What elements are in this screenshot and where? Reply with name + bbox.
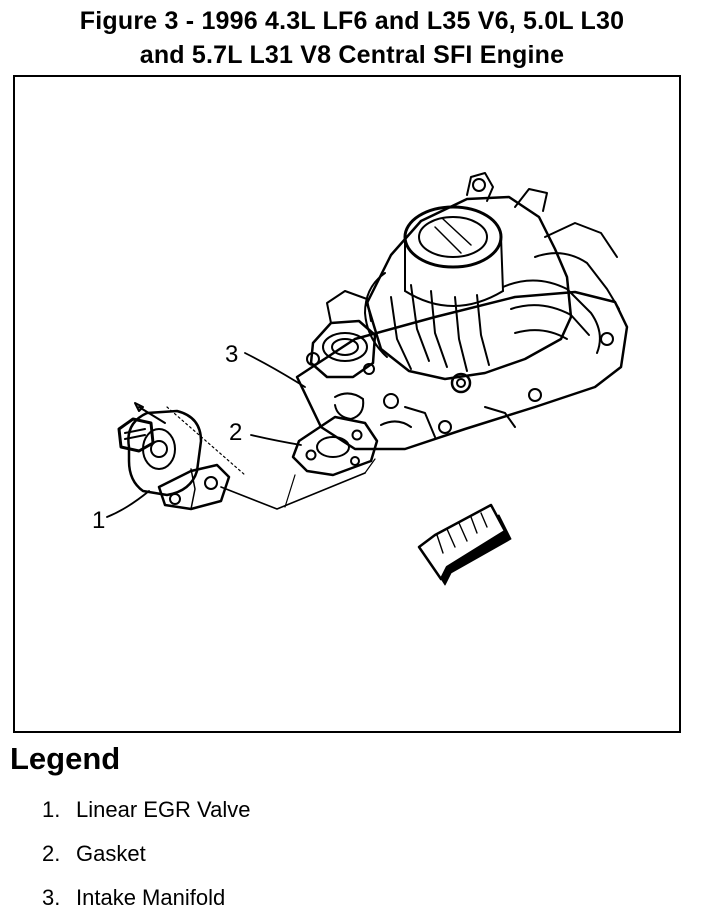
callout-2-leader — [250, 434, 302, 446]
figure-frame: 3 2 1 — [13, 75, 681, 733]
legend-item-intake-manifold: 3. Intake Manifold — [42, 876, 250, 920]
callout-1-leader — [106, 490, 150, 518]
egr-valve-drawing — [117, 402, 231, 511]
intake-manifold-drawing — [295, 172, 629, 451]
engine-diagram — [106, 172, 629, 586]
callout-1: 1 — [92, 507, 106, 534]
legend-item-label: Gasket — [76, 841, 146, 866]
legend-item-label: Linear EGR Valve — [76, 797, 251, 822]
figure-title: Figure 3 - 1996 4.3L LF6 and L35 V6, 5.0… — [0, 4, 704, 72]
gasket-drawing — [291, 415, 379, 477]
callout-3: 3 — [225, 341, 239, 368]
figure-title-line-1: Figure 3 - 1996 4.3L LF6 and L35 V6, 5.0… — [79, 7, 625, 35]
front-direction-arrow — [417, 503, 512, 586]
legend-title: Legend — [10, 741, 121, 776]
figure-title-line-2: and 5.7L L31 V8 Central SFI Engine — [139, 41, 565, 69]
legend-item-label: Intake Manifold — [76, 885, 226, 910]
callout-2: 2 — [229, 419, 243, 446]
callout-3-leader — [244, 352, 306, 388]
legend-item-egr-valve: 1. Linear EGR Valve — [42, 788, 250, 832]
legend-item-number: 2. — [42, 841, 61, 866]
legend-list: 1. Linear EGR Valve 2. Gasket 3. Intake Man… — [42, 788, 250, 920]
legend-item-gasket: 2. Gasket — [42, 832, 250, 876]
legend-item-number: 3. — [42, 885, 61, 910]
legend-item-number: 1. — [42, 797, 61, 822]
